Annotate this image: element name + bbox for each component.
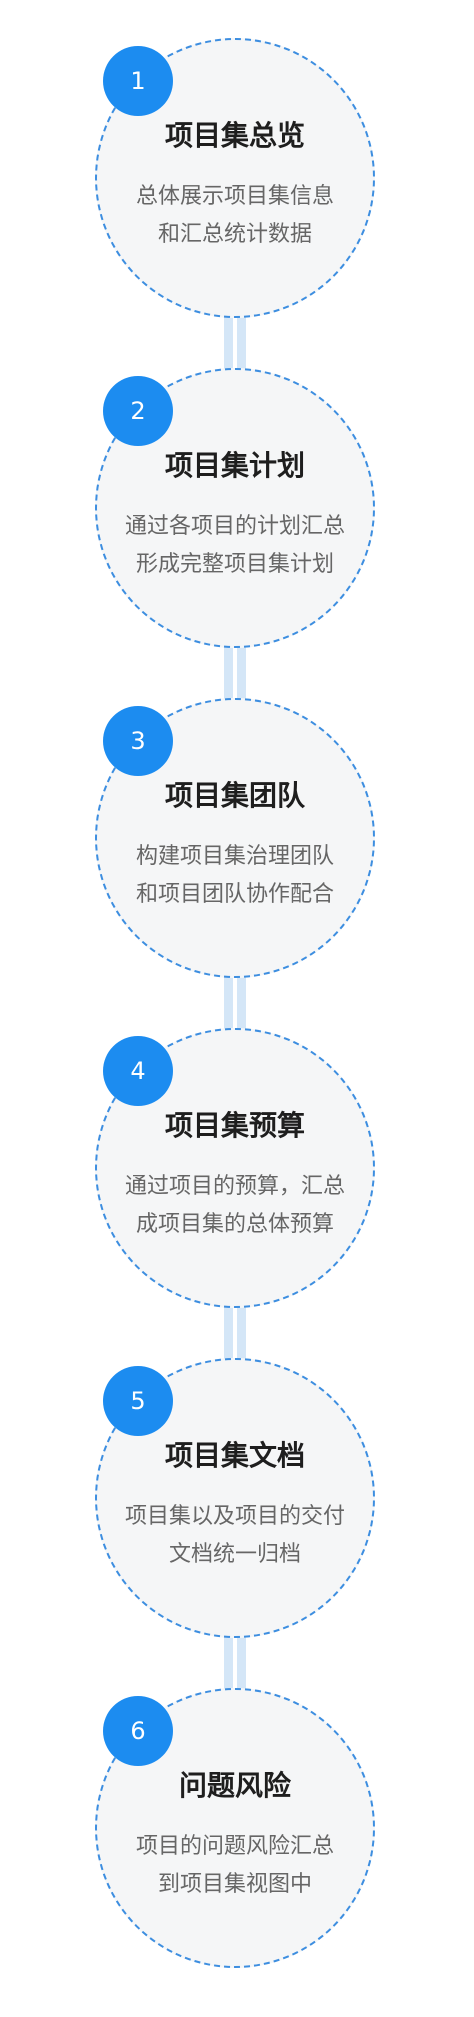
step-description: 项目的问题风险汇总 到项目集视图中 (95, 1828, 375, 1904)
step-description-line: 到项目集视图中 (157, 1872, 312, 1897)
step-number-badge: 1 (103, 46, 173, 116)
connector-bar (237, 642, 246, 702)
connector-bar (237, 312, 246, 372)
step-title: 项目集预算 (164, 1109, 305, 1142)
step-description: 总体展示项目集信息 和汇总统计数据 (95, 178, 375, 254)
connector-bar (224, 1632, 233, 1692)
connector-bar (237, 1302, 246, 1362)
step-4: 4 项目集预算 通过项目的预算，汇总 成项目集的总体预算 (95, 1028, 375, 1308)
step-description-line: 项目集以及项目的交付 (124, 1504, 345, 1529)
step-description-line: 和汇总统计数据 (157, 222, 312, 247)
step-description: 项目集以及项目的交付 文档统一归档 (95, 1498, 375, 1574)
connector-bar (237, 972, 246, 1032)
connector-1-2 (224, 312, 246, 372)
step-description-line: 构建项目集治理团队 (135, 844, 334, 869)
connector-4-5 (224, 1302, 246, 1362)
step-description: 通过各项目的计划汇总 形成完整项目集计划 (95, 508, 375, 584)
step-number-badge: 5 (103, 1366, 173, 1436)
step-title: 项目集计划 (164, 449, 305, 482)
step-description-line: 总体展示项目集信息 (135, 184, 334, 209)
step-title: 问题风险 (178, 1769, 291, 1802)
step-3: 3 项目集团队 构建项目集治理团队 和项目团队协作配合 (95, 698, 375, 978)
connector-bar (224, 312, 233, 372)
connector-bar (237, 1632, 246, 1692)
step-description-line: 文档统一归档 (168, 1542, 301, 1567)
connector-3-4 (224, 972, 246, 1032)
step-description-line: 通过各项目的计划汇总 (124, 514, 345, 539)
connector-2-3 (224, 642, 246, 702)
step-description-line: 项目的问题风险汇总 (135, 1834, 334, 1859)
step-description-line: 成项目集的总体预算 (135, 1212, 334, 1237)
step-6: 6 问题风险 项目的问题风险汇总 到项目集视图中 (95, 1688, 375, 1968)
connector-bar (224, 1302, 233, 1362)
step-number-badge: 6 (103, 1696, 173, 1766)
connector-bar (224, 642, 233, 702)
step-description-line: 通过项目的预算，汇总 (124, 1174, 345, 1199)
step-number-badge: 3 (103, 706, 173, 776)
connector-5-6 (224, 1632, 246, 1692)
step-description-line: 和项目团队协作配合 (135, 882, 334, 907)
step-1: 1 项目集总览 总体展示项目集信息 和汇总统计数据 (95, 38, 375, 318)
step-number-badge: 2 (103, 376, 173, 446)
step-title: 项目集文档 (164, 1439, 305, 1472)
step-title: 项目集总览 (164, 119, 305, 152)
connector-bar (224, 972, 233, 1032)
step-description-line: 形成完整项目集计划 (135, 552, 334, 577)
step-number-badge: 4 (103, 1036, 173, 1106)
step-title: 项目集团队 (164, 779, 305, 812)
step-2: 2 项目集计划 通过各项目的计划汇总 形成完整项目集计划 (95, 368, 375, 648)
step-description: 构建项目集治理团队 和项目团队协作配合 (95, 838, 375, 914)
step-5: 5 项目集文档 项目集以及项目的交付 文档统一归档 (95, 1358, 375, 1638)
step-description: 通过项目的预算，汇总 成项目集的总体预算 (95, 1168, 375, 1244)
